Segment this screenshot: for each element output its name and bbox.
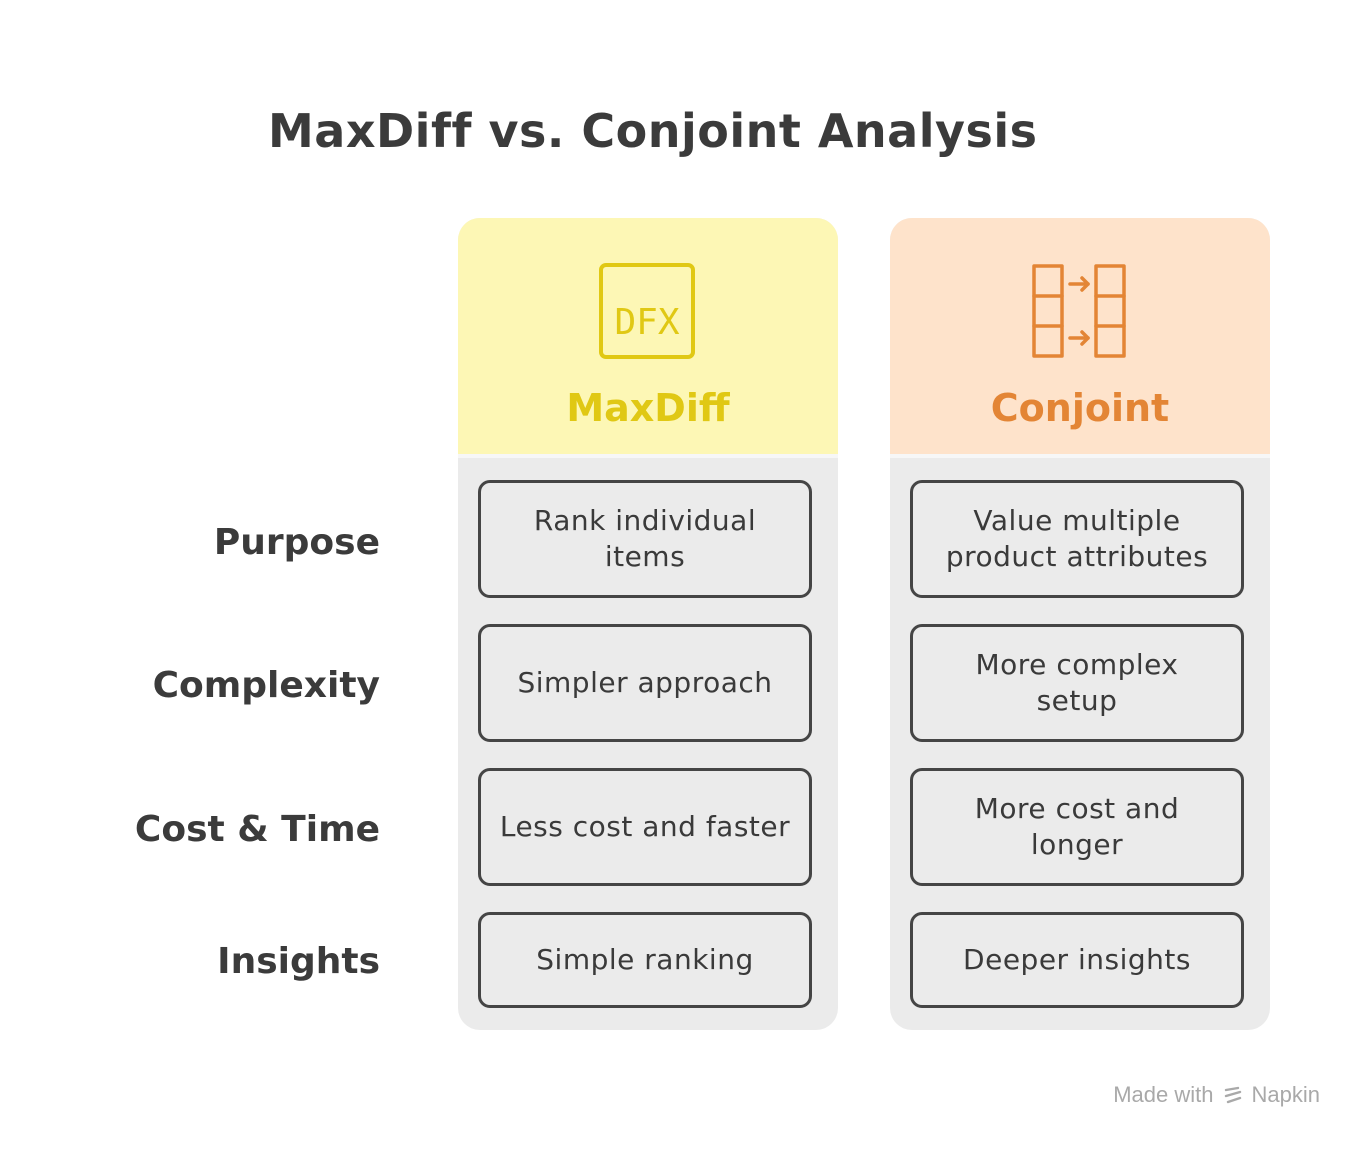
footer-prefix: Made with	[1113, 1082, 1214, 1107]
column-divider	[458, 454, 838, 458]
napkin-logo-icon	[1224, 1086, 1241, 1104]
cell-text: More complex setup	[975, 648, 1179, 717]
row-label-purpose: Purpose	[213, 522, 380, 563]
cell-text: Value multiple product attributes	[945, 504, 1209, 573]
column-header-maxdiff: DFX MaxDiff	[458, 218, 838, 454]
cell-text: Simpler approach	[517, 666, 773, 699]
cell-conjoint-purpose: Value multiple product attributes	[910, 480, 1244, 598]
cell-conjoint-insights: Deeper insights	[910, 912, 1244, 1008]
column-header-conjoint: Conjoint	[890, 218, 1270, 454]
cell-text: Less cost and faster	[499, 810, 791, 843]
cell-text: Simple ranking	[536, 943, 754, 976]
dfx-icon-text: DFX	[614, 302, 679, 343]
column-conjoint: Conjoint Value multiple product attribut…	[890, 218, 1270, 1030]
diagram-title: MaxDiff vs. Conjoint Analysis	[268, 104, 1038, 158]
row-label-insights: Insights	[217, 941, 380, 982]
cell-maxdiff-purpose: Rank individual items	[478, 480, 812, 598]
footer-brand: Napkin	[1251, 1082, 1320, 1107]
cell-maxdiff-complexity: Simpler approach	[478, 624, 812, 742]
cell-text: Rank individual items	[533, 504, 757, 573]
cell-maxdiff-cost-time: Less cost and faster	[478, 768, 812, 886]
cell-conjoint-cost-time: More cost and longer	[910, 768, 1244, 886]
cell-text: More cost and longer	[974, 792, 1180, 861]
column-maxdiff: DFX MaxDiff Rank individual items Simple…	[458, 218, 838, 1030]
cell-text: Deeper insights	[963, 943, 1191, 976]
row-label-cost-time: Cost & Time	[134, 809, 380, 850]
column-title-maxdiff: MaxDiff	[566, 386, 730, 430]
cell-conjoint-complexity: More complex setup	[910, 624, 1244, 742]
column-title-conjoint: Conjoint	[990, 386, 1170, 430]
grid-transfer-icon	[1032, 264, 1126, 358]
made-with-napkin-footer: Made with Napkin	[1113, 1082, 1320, 1108]
row-label-complexity: Complexity	[152, 665, 380, 706]
dfx-icon: DFX	[599, 263, 695, 359]
cell-maxdiff-insights: Simple ranking	[478, 912, 812, 1008]
column-divider	[890, 454, 1270, 458]
